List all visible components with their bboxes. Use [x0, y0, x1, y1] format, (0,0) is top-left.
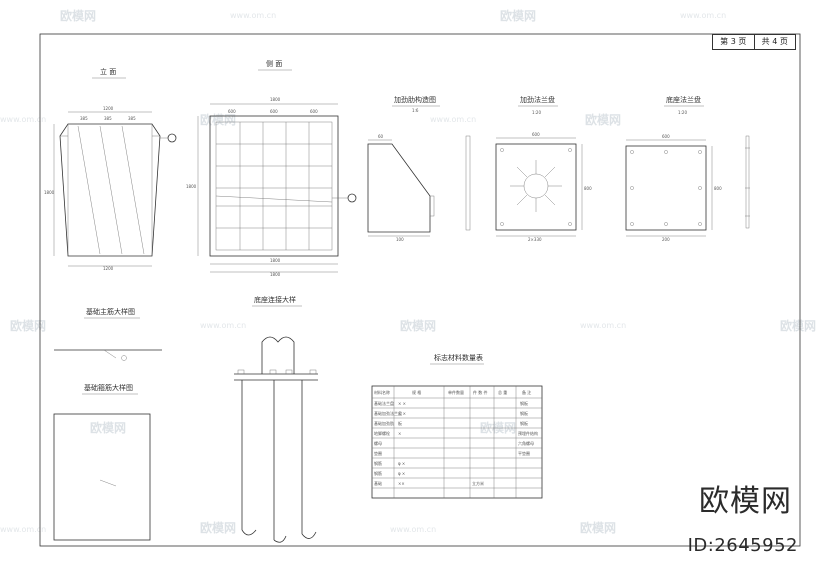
stiffener-bottom-dim: 100 — [396, 237, 404, 242]
svg-text:385: 385 — [128, 116, 136, 121]
background-watermarks: 欧模网 www.om.cn 欧模网 www.om.cn 欧模网 www.om.c… — [0, 8, 816, 535]
rebar-stirrup-title: 基础箍筋大样图 — [84, 383, 133, 392]
table-header-cell: 总 重 — [498, 389, 507, 395]
svg-text:600: 600 — [310, 109, 318, 114]
page-indicator: 第 3 页 共 4 页 — [712, 34, 796, 50]
table-cell: 平垫圈 — [518, 450, 530, 456]
watermark-url: www.om.cn — [390, 525, 436, 534]
base-flange-view: 底座法兰盘 1:20 600 800 200 — [625, 95, 750, 242]
stiffen-flange-scale: 1:20 — [532, 110, 541, 115]
table-cell: 地脚螺栓 — [374, 430, 390, 436]
stiffener-title: 加劲肋构造图 — [394, 95, 436, 104]
svg-text:600: 600 — [228, 109, 236, 114]
side-view-title: 侧 面 — [266, 59, 282, 68]
svg-text:2×330: 2×330 — [528, 237, 542, 242]
watermark-url: www.om.cn — [680, 11, 726, 20]
page-current: 第 3 页 — [720, 37, 747, 46]
base-flange-height-dim: 800 — [714, 186, 722, 191]
base-flange-scale: 1:20 — [678, 110, 687, 115]
table-cell: 六角螺母 — [518, 440, 534, 446]
svg-text:385: 385 — [80, 116, 88, 121]
page-total: 共 4 页 — [753, 35, 796, 49]
table-cell: 垫圈 — [374, 450, 382, 456]
table-cell: × × — [398, 401, 406, 406]
materials-table: 标志材料数量表 材料名称 规 格 单件数量 件 数 件 总 重 备 注 基础法兰… — [371, 353, 543, 499]
watermark-brand: 欧模网 — [480, 420, 516, 435]
watermark-url: www.om.cn — [430, 115, 476, 124]
side-bottom-dim: 1800 — [270, 258, 281, 263]
id-watermark: ID:2645952 — [687, 535, 798, 556]
rebar-main-detail: 基础主筋大样图 — [54, 307, 162, 361]
stiffen-flange-width-dim: 600 — [532, 132, 540, 137]
front-view-title: 立 面 — [100, 67, 116, 76]
table-cell: 板 — [398, 420, 402, 426]
stiffener-scale: 1:6 — [412, 108, 419, 113]
table-title: 标志材料数量表 — [434, 353, 483, 362]
stiffen-flange-view: 加劲法兰盘 1:20 600 800 2×330 — [465, 95, 592, 242]
side-height-dim: 1800 — [186, 184, 197, 189]
table-cell: × × — [398, 411, 406, 416]
side-view: 侧 面 1800 600 600 600 1800 1800 1800 — [186, 59, 357, 277]
watermark-brand: 欧模网 — [780, 318, 816, 333]
table-cell: 螺母 — [374, 440, 382, 446]
table-cell: 钢板 — [520, 400, 528, 406]
base-flange-width-dim: 600 — [662, 134, 670, 139]
watermark-brand: 欧模网 — [585, 112, 621, 127]
table-cell: φ × — [398, 461, 405, 466]
table-cell: 钢板 — [520, 410, 528, 416]
watermark-brand: 欧模网 — [10, 318, 46, 333]
table-header-cell: 规 格 — [412, 389, 421, 395]
stiffener-view: 加劲肋构造图 1:6 60 100 — [367, 95, 440, 242]
rebar-main-title: 基础主筋大样图 — [86, 307, 135, 316]
side-width-dim: 1800 — [270, 97, 281, 102]
table-header-cell: 单件数量 — [448, 389, 464, 395]
stiffen-flange-title: 加劲法兰盘 — [520, 95, 555, 104]
table-cell: 钢筋 — [374, 470, 382, 476]
stiffen-flange-height-dim: 800 — [584, 186, 592, 191]
table-cell: 钢板 — [520, 420, 528, 426]
table-cell: 基础 — [374, 480, 382, 486]
watermark-brand: 欧模网 — [580, 520, 616, 535]
drawing-border — [39, 33, 801, 547]
watermark-url: www.om.cn — [230, 11, 276, 20]
front-bottom-dim: 1200 — [103, 266, 114, 271]
watermark-brand: 欧模网 — [90, 420, 126, 435]
watermark-url: www.om.cn — [0, 525, 46, 534]
table-cell: × — [398, 431, 401, 436]
table-header-cell: 件 数 件 — [473, 389, 488, 395]
table-header-cell: 材料名称 — [374, 389, 390, 395]
table-cell: 基础加劲肋 — [374, 420, 394, 426]
brand-watermark: 欧模网 — [699, 484, 792, 519]
svg-text:600: 600 — [270, 109, 278, 114]
watermark-url: www.om.cn — [200, 321, 246, 330]
watermark-brand: 欧模网 — [200, 520, 236, 535]
table-cell: 立方米 — [472, 480, 484, 486]
watermark-brand: 欧模网 — [400, 318, 436, 333]
base-connection-detail: 底座连接大样 — [234, 295, 318, 543]
table-cell: ×× — [398, 481, 405, 486]
watermark-brand: 欧模网 — [60, 8, 96, 23]
table-cell: φ × — [398, 471, 405, 476]
table-cell: 钢筋 — [374, 460, 382, 466]
watermark-url: www.om.cn — [0, 115, 46, 124]
table-header-cell: 备 注 — [522, 389, 531, 395]
table-cell: 基础法兰盘 — [374, 400, 394, 406]
table-cell: 基础加劲法兰盘 — [374, 410, 402, 416]
stiffener-top-dim: 60 — [378, 134, 384, 139]
base-connection-title: 底座连接大样 — [254, 295, 296, 304]
table-cell: 预埋件结构 — [518, 430, 538, 436]
front-height-dim: 1800 — [44, 190, 55, 195]
front-width-dim: 1200 — [103, 106, 114, 111]
side-bottom-dim-2: 1800 — [270, 272, 281, 277]
watermark-brand: 欧模网 — [200, 112, 236, 127]
watermark-brand: 欧模网 — [500, 8, 536, 23]
watermark-url: www.om.cn — [580, 321, 626, 330]
svg-text:385: 385 — [104, 116, 112, 121]
base-flange-title: 底座法兰盘 — [666, 95, 701, 104]
svg-text:200: 200 — [662, 237, 670, 242]
rebar-stirrup-detail: 基础箍筋大样图 — [53, 383, 151, 541]
front-view: 立 面 1200 385 385 385 1800 1200 — [44, 67, 177, 271]
